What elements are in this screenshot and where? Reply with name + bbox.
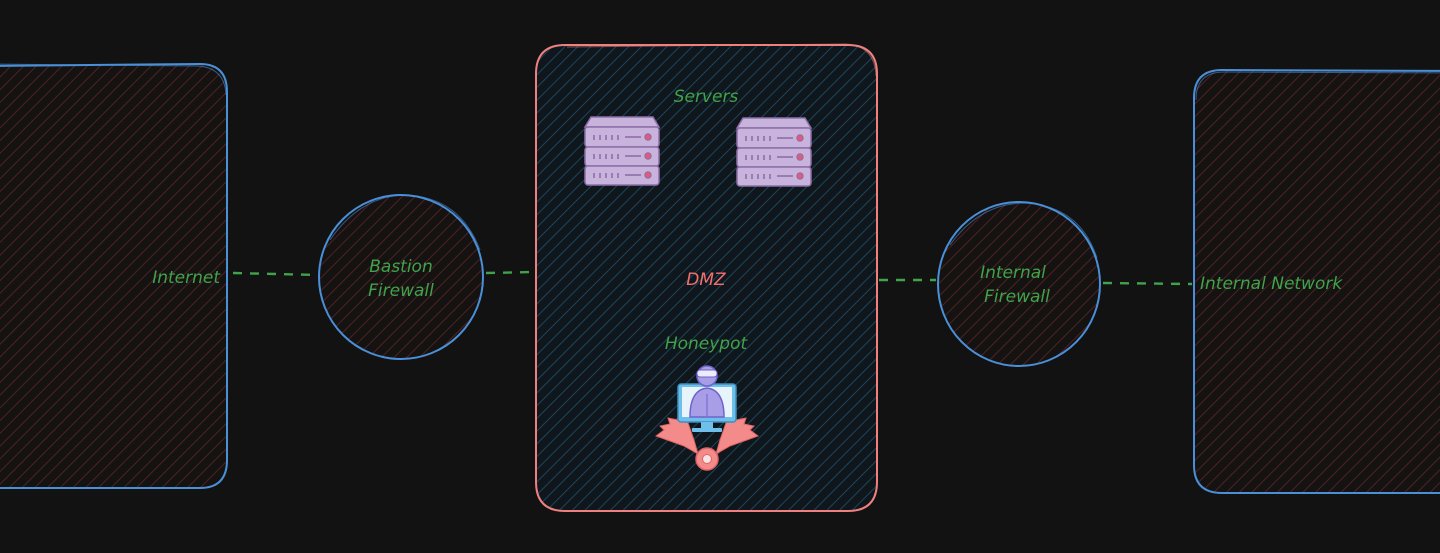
bastion-firewall-node[interactable] [318, 194, 484, 360]
internal-network-zone[interactable] [1193, 68, 1440, 494]
bastion-firewall-label-line1: Bastion [369, 257, 433, 277]
internal-firewall-node[interactable] [937, 201, 1101, 367]
honeypot-label: Honeypot [665, 334, 749, 354]
connector-bastion-dmz [485, 270, 535, 275]
honeypot-icon [654, 365, 760, 471]
internet-zone[interactable] [0, 62, 228, 489]
dmz-label: DMZ [686, 270, 726, 290]
internal-network-label: Internal Network [1200, 274, 1343, 294]
server-icon [583, 116, 661, 186]
servers-label: Servers [674, 87, 739, 107]
connector-internet-bastion [232, 271, 319, 277]
bastion-firewall-label-line2: Firewall [368, 281, 434, 301]
internal-firewall-label-line2: Firewall [984, 287, 1050, 307]
internet-label: Internet [152, 268, 221, 288]
server-icon [735, 117, 813, 187]
connector-internal-firewall-network [1102, 281, 1193, 286]
internal-firewall-label-line1: Internal [980, 263, 1046, 283]
connectors [232, 270, 1193, 286]
